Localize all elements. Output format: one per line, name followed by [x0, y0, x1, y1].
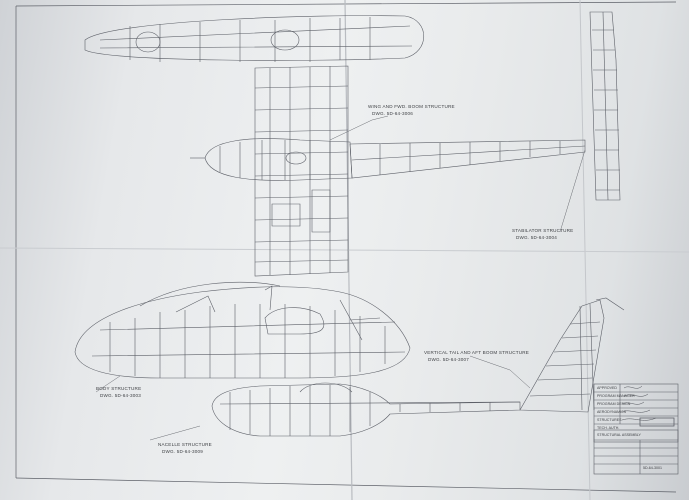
wing-plan-view	[254, 65, 349, 277]
nacelle-structure-label: NACELLE STRUCTURE	[158, 442, 212, 447]
wing-structure-label: WING AND FWD. BOOM STRUCTURE	[368, 104, 455, 109]
nacelle-drawing-number: DWG. 5D-64-3009	[162, 449, 204, 454]
fold-line-horizontal	[0, 247, 689, 253]
stabilator-structure-label: STABILATOR STRUCTURE	[512, 228, 574, 233]
body-structure-label: BODY STRUCTURE	[96, 386, 142, 391]
body-drawing-number: DWG. 5D-64-3003	[100, 393, 142, 398]
title-block-row: TECH. AUTH.	[597, 426, 620, 430]
drawing-number: 5D-64-3001	[643, 466, 662, 470]
sheet-border-bottom	[15, 477, 677, 493]
sheet-border-top	[15, 1, 677, 7]
tail-drawing-number: DWG. 5D-64-3007	[428, 357, 470, 362]
fold-line-right	[579, 0, 591, 500]
title-block-row: PROGRAM DESIGN	[597, 402, 631, 406]
title-block	[593, 383, 679, 475]
vertical-tail	[519, 297, 625, 413]
nacelle-top-view	[84, 15, 425, 62]
wing-drawing-number: DWG. 5D-64-3006	[372, 111, 414, 116]
title-block-row: STRUCTURES	[597, 418, 622, 422]
nacelle-side-view	[211, 382, 521, 437]
title-block-row: AERODYNAMICS	[597, 410, 627, 414]
drawing-title: STRUCTURAL ASSEMBLY	[597, 433, 641, 437]
wing-tip-plan	[589, 11, 621, 201]
title-block-row: PROGRAM MANAGER	[597, 394, 635, 398]
stabilator-boom	[349, 139, 586, 179]
leader-lines	[95, 115, 586, 441]
tail-structure-label: VERTICAL TAIL AND AFT BOOM STRUCTURE	[424, 350, 530, 355]
approval-header: APPROVED	[597, 386, 617, 390]
body-side-view	[74, 281, 411, 379]
stabilator-drawing-number: DWG. 5D-64-3004	[516, 235, 558, 240]
